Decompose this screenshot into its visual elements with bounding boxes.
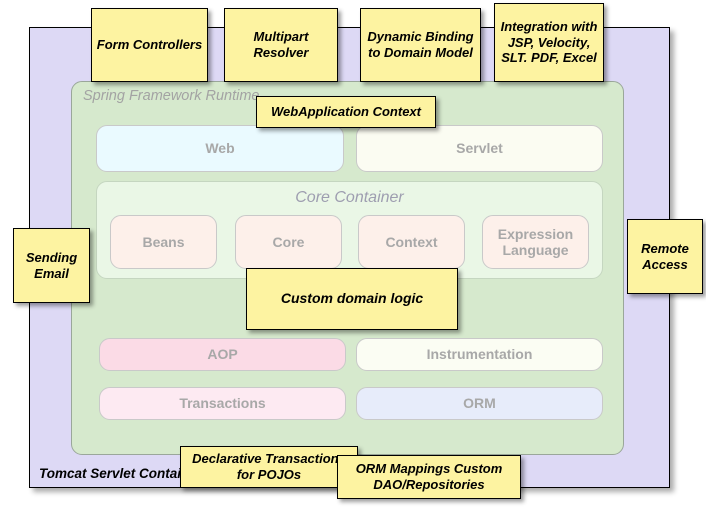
note-form-controllers-text: Form Controllers bbox=[96, 37, 203, 53]
core-container-label: Core Container bbox=[295, 189, 404, 206]
module-web: Web bbox=[96, 125, 344, 172]
tomcat-servlet-container-label: Tomcat Servlet Container bbox=[39, 466, 203, 481]
note-declarative-transactions-text: Declarative Transactions for POJOs bbox=[192, 451, 346, 482]
note-form-controllers[interactable]: Form Controllers bbox=[91, 8, 208, 82]
note-integration-views-text: Integration with JSP, Velocity, SLT. PDF… bbox=[500, 18, 598, 66]
module-web-label: Web bbox=[205, 140, 235, 157]
module-context: Context bbox=[358, 215, 465, 269]
module-orm-label: ORM bbox=[463, 395, 496, 412]
note-custom-domain-logic-text: Custom domain logic bbox=[280, 290, 424, 307]
module-core: Core bbox=[235, 215, 342, 269]
note-sending-email[interactable]: Sending Email bbox=[13, 228, 90, 303]
module-context-label: Context bbox=[385, 233, 438, 250]
module-servlet: Servlet bbox=[356, 125, 603, 172]
module-servlet-label: Servlet bbox=[456, 140, 503, 157]
module-transactions: Transactions bbox=[99, 387, 346, 420]
module-aop-label: AOP bbox=[207, 346, 238, 363]
note-webapplication-context[interactable]: WebApplication Context bbox=[256, 96, 436, 128]
note-declarative-transactions[interactable]: Declarative Transactions for POJOs bbox=[180, 446, 358, 488]
note-dynamic-binding-text: Dynamic Binding to Domain Model bbox=[367, 29, 474, 60]
note-multipart-resolver-text: Multipart Resolver bbox=[253, 29, 309, 60]
spring-framework-runtime-label: Spring Framework Runtime bbox=[83, 88, 260, 104]
module-beans-label: Beans bbox=[142, 233, 185, 250]
note-multipart-resolver[interactable]: Multipart Resolver bbox=[224, 8, 338, 82]
module-orm: ORM bbox=[356, 387, 603, 420]
module-expression-language-label: Expression Language bbox=[497, 225, 574, 258]
module-expression-language: Expression Language bbox=[482, 215, 589, 269]
module-core-label: Core bbox=[272, 233, 305, 250]
module-transactions-label: Transactions bbox=[179, 395, 266, 412]
module-instrumentation-label: Instrumentation bbox=[426, 346, 533, 363]
note-orm-mappings-text: ORM Mappings Custom DAO/Repositories bbox=[355, 461, 503, 492]
module-beans: Beans bbox=[110, 215, 217, 269]
note-webapplication-context-text: WebApplication Context bbox=[271, 104, 421, 120]
module-aop: AOP bbox=[99, 338, 346, 371]
note-orm-mappings[interactable]: ORM Mappings Custom DAO/Repositories bbox=[337, 455, 521, 499]
note-dynamic-binding[interactable]: Dynamic Binding to Domain Model bbox=[360, 8, 481, 82]
note-sending-email-text: Sending Email bbox=[25, 249, 78, 281]
note-remote-access-text: Remote Access bbox=[641, 240, 689, 272]
note-custom-domain-logic[interactable]: Custom domain logic bbox=[246, 268, 458, 330]
module-instrumentation: Instrumentation bbox=[356, 338, 603, 371]
note-remote-access[interactable]: Remote Access bbox=[627, 219, 703, 294]
note-integration-views[interactable]: Integration with JSP, Velocity, SLT. PDF… bbox=[494, 3, 604, 82]
